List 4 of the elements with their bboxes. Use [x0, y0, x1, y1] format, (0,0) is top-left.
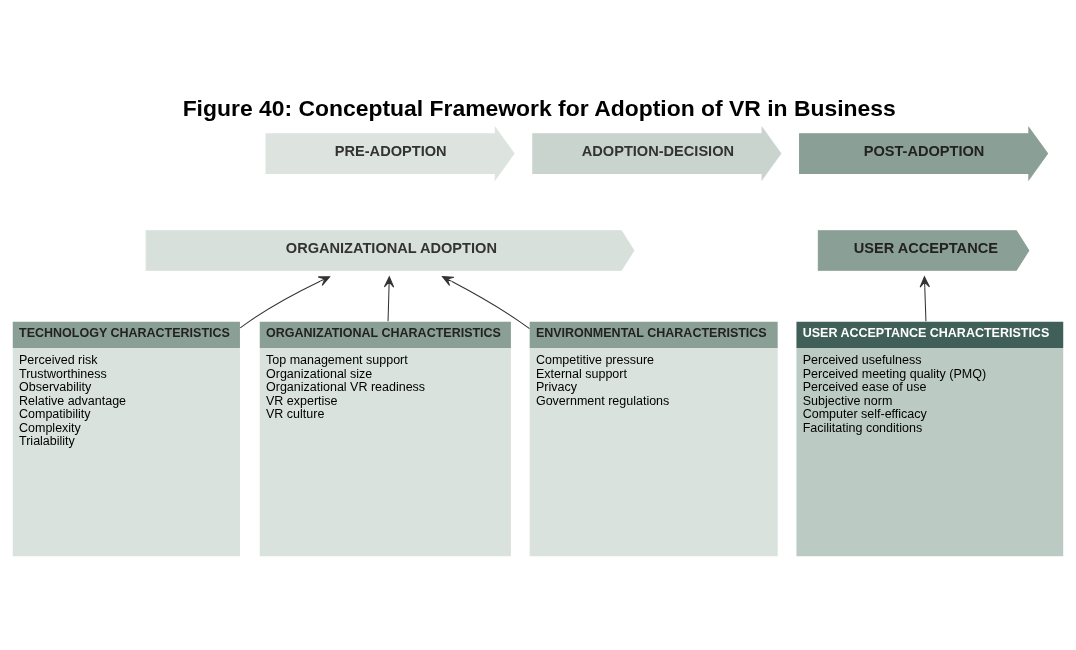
- arrow: [383, 276, 395, 322]
- arrow: [239, 276, 331, 329]
- diagram-title: Figure 40: Conceptual Framework for Adoption of VR in Business: [182, 94, 896, 121]
- arrow: [919, 276, 930, 322]
